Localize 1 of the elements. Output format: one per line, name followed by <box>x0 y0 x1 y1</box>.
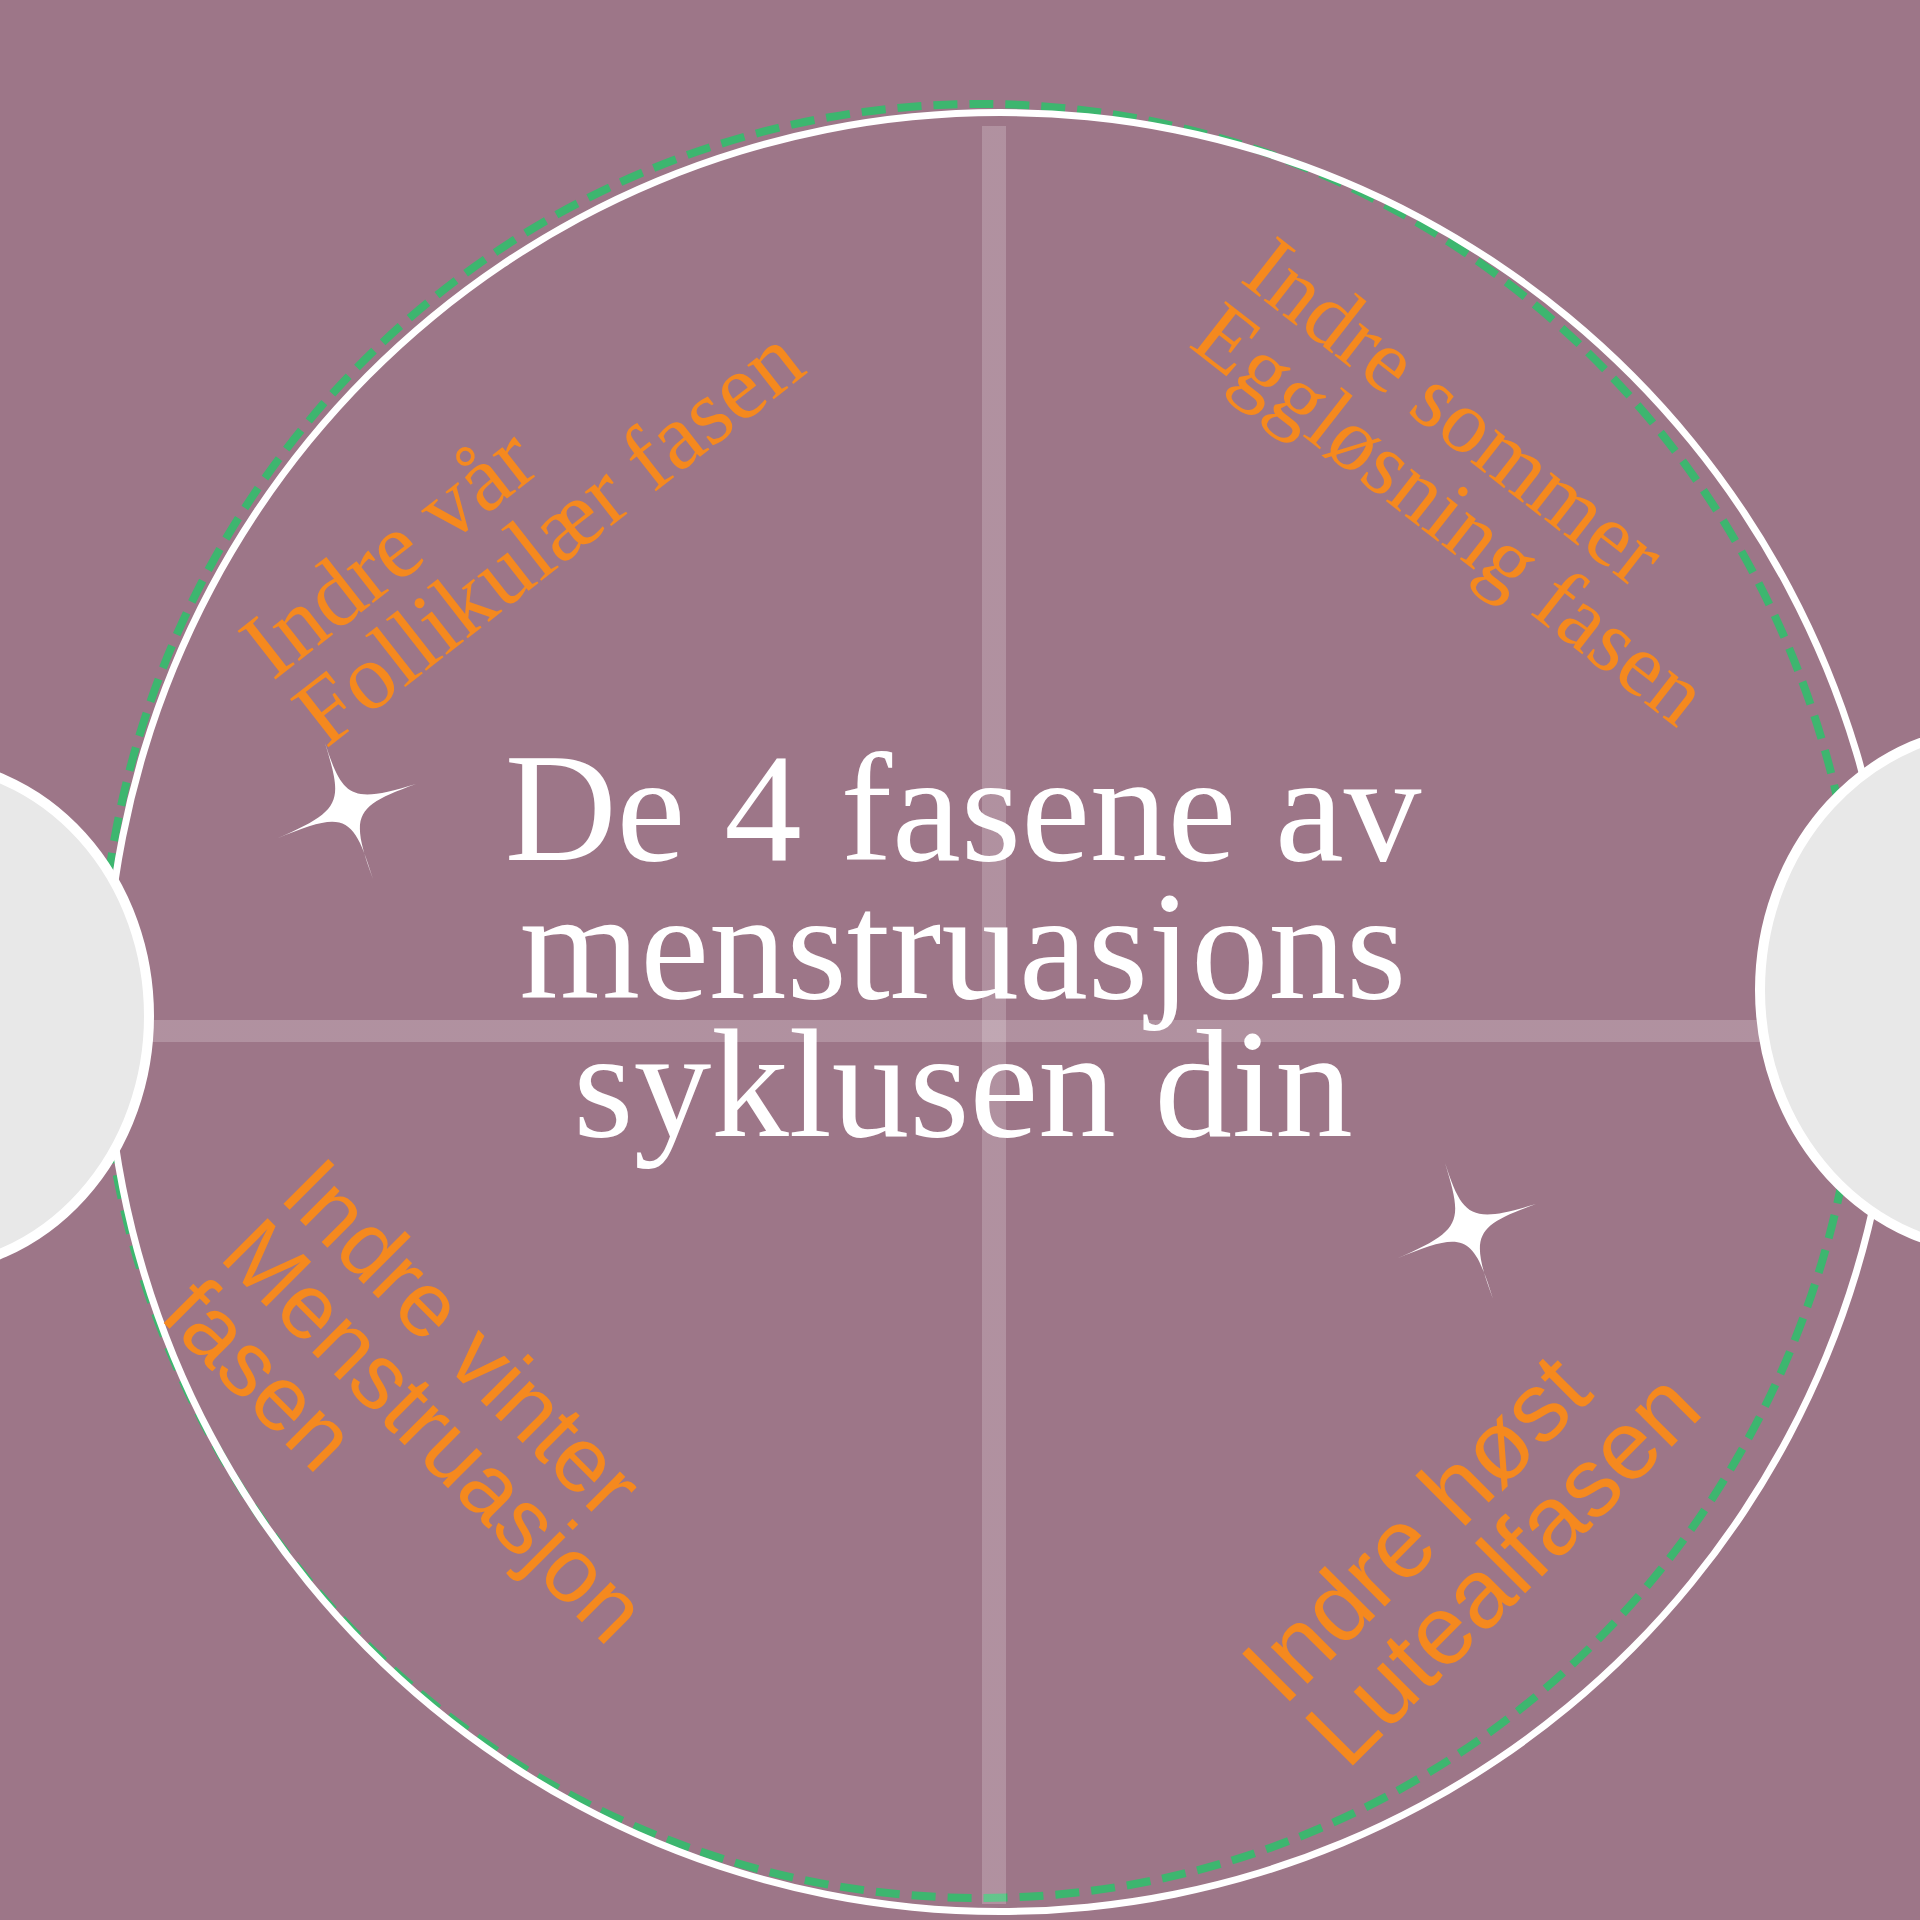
title: De 4 fasene av menstruasjons syklusen din <box>504 730 1423 1173</box>
